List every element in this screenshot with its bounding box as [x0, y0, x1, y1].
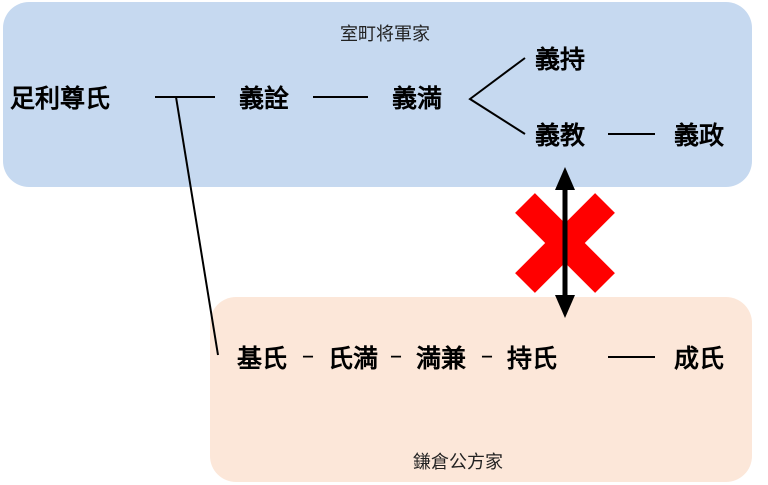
name-yoshinori: 義教: [534, 121, 586, 150]
muromachi-title: 室町将軍家: [340, 24, 430, 45]
name-yoshiakira: 義詮: [238, 84, 290, 113]
dash: –: [480, 340, 494, 370]
name-takauji: 足利尊氏: [9, 84, 111, 113]
kamakura-title: 鎌倉公方家: [413, 452, 503, 473]
line-takauji-motouji: [175, 96, 219, 356]
double-arrow-icon: [555, 167, 575, 318]
name-yoshimasa: 義政: [673, 121, 725, 150]
name-yoshimochi: 義持: [534, 45, 586, 74]
dash: –: [301, 340, 315, 370]
name-ujimitsu: 氏満: [327, 344, 379, 373]
muromachi-shogun-family-box: [3, 2, 752, 187]
kamakura-kubo-family-box: [210, 297, 752, 482]
fork-yoshimitsu-sons: [468, 57, 526, 135]
name-mitsukane: 満兼: [415, 344, 467, 373]
name-yoshimitsu: 義満: [391, 84, 443, 113]
name-shigeuji: 成氏: [673, 344, 725, 373]
name-mochiuji: 持氏: [506, 344, 558, 373]
name-motouji: 基氏: [236, 344, 288, 373]
dash: –: [389, 340, 403, 370]
